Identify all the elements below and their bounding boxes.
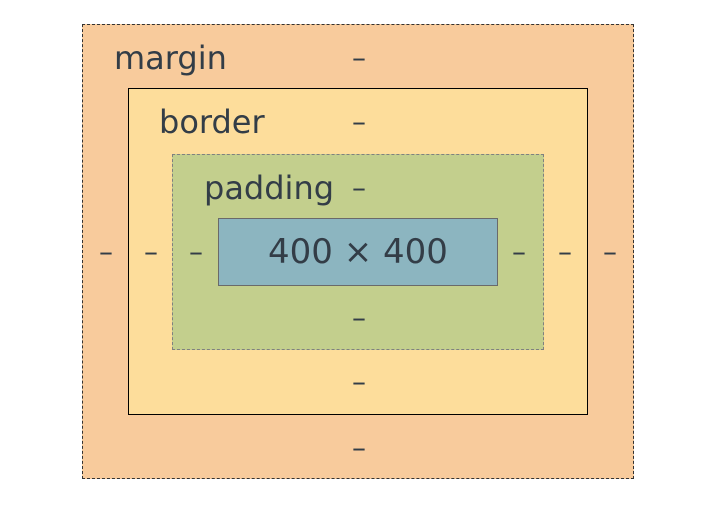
- padding-label: padding: [204, 169, 335, 207]
- content-dimensions: 400 × 400: [268, 232, 448, 272]
- margin-top-value[interactable]: –: [352, 41, 366, 74]
- border-label: border: [159, 103, 265, 141]
- padding-right-value[interactable]: –: [512, 235, 526, 268]
- border-right-value[interactable]: –: [558, 235, 572, 268]
- margin-label: margin: [114, 39, 227, 77]
- content-box: 400 × 400: [218, 218, 498, 286]
- margin-left-value[interactable]: –: [99, 235, 113, 268]
- border-bottom-value[interactable]: –: [352, 365, 366, 398]
- margin-right-value[interactable]: –: [603, 235, 617, 268]
- border-left-value[interactable]: –: [144, 235, 158, 268]
- padding-top-value[interactable]: –: [352, 171, 366, 204]
- padding-left-value[interactable]: –: [189, 235, 203, 268]
- padding-bottom-value[interactable]: –: [352, 301, 366, 334]
- margin-bottom-value[interactable]: –: [352, 431, 366, 464]
- border-top-value[interactable]: –: [352, 105, 366, 138]
